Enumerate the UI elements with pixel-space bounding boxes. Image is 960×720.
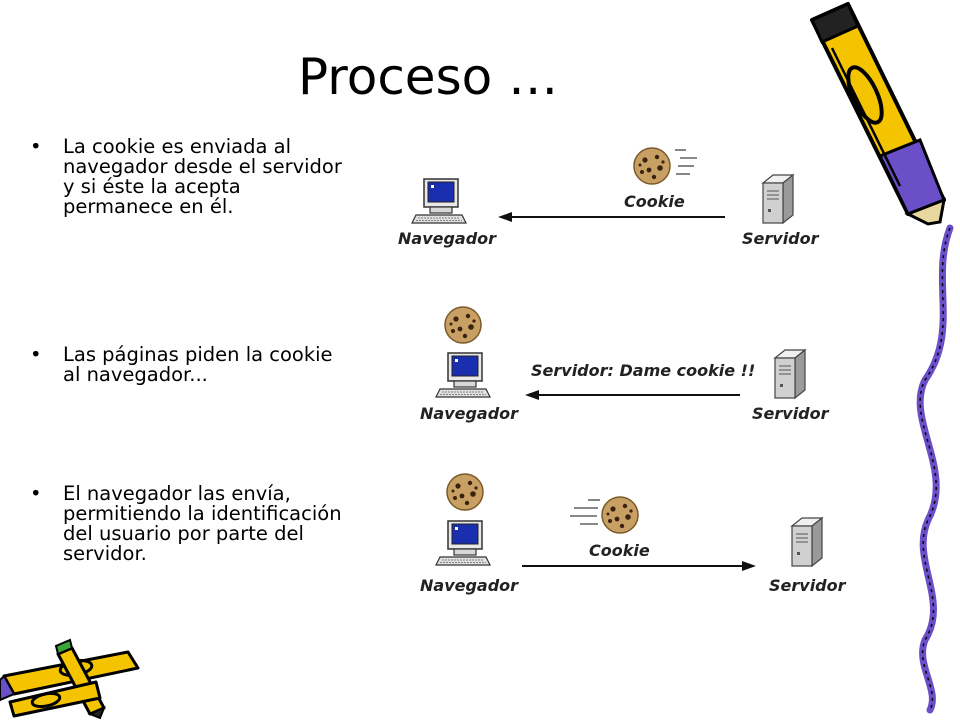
computer-icon — [435, 352, 491, 398]
pencil-icon — [0, 650, 140, 702]
server-label: Servidor — [742, 229, 819, 248]
cookie-icon — [446, 473, 484, 511]
bullet-text: La cookie es enviada al navegador desde … — [63, 135, 342, 218]
server-label: Servidor — [769, 576, 846, 595]
bullet-item: • Las páginas piden la cookie al navegad… — [30, 345, 350, 385]
bullet-item: • La cookie es enviada al navegador desd… — [30, 137, 350, 217]
message-label: Cookie — [589, 541, 650, 560]
bullet-marker: • — [30, 343, 42, 366]
slide-title: Proceso … — [298, 48, 559, 106]
bullet-marker: • — [30, 482, 42, 505]
computer-icon — [411, 178, 467, 224]
bullet-text: Las páginas piden la cookie al navegador… — [63, 343, 333, 386]
speed-lines — [570, 499, 600, 525]
pencil-icon — [54, 638, 106, 720]
message-label: Servidor: Dame cookie !! — [531, 361, 756, 380]
browser-label: Navegador — [420, 576, 519, 595]
arrow-head — [525, 390, 539, 400]
server-label: Servidor — [752, 404, 829, 423]
browser-label: Navegador — [420, 404, 519, 423]
arrow-head — [498, 212, 512, 222]
pencil-icon — [810, 2, 946, 226]
pencil-icon — [8, 680, 102, 718]
cookie-icon — [601, 496, 639, 534]
scribble-decoration — [916, 224, 954, 714]
cookie-icon — [633, 147, 671, 185]
arrow-head — [742, 561, 756, 571]
bullet-marker: • — [30, 135, 42, 158]
computer-icon — [435, 520, 491, 566]
speed-lines — [675, 149, 697, 175]
bullet-item: • El navegador las envía, permitiendo la… — [30, 484, 350, 564]
bullet-text: El navegador las envía, permitiendo la i… — [63, 482, 342, 565]
server-icon — [762, 174, 794, 224]
server-icon — [791, 517, 823, 567]
server-icon — [774, 349, 806, 399]
browser-label: Navegador — [398, 229, 497, 248]
message-label: Cookie — [624, 192, 685, 211]
cookie-icon — [444, 306, 482, 344]
